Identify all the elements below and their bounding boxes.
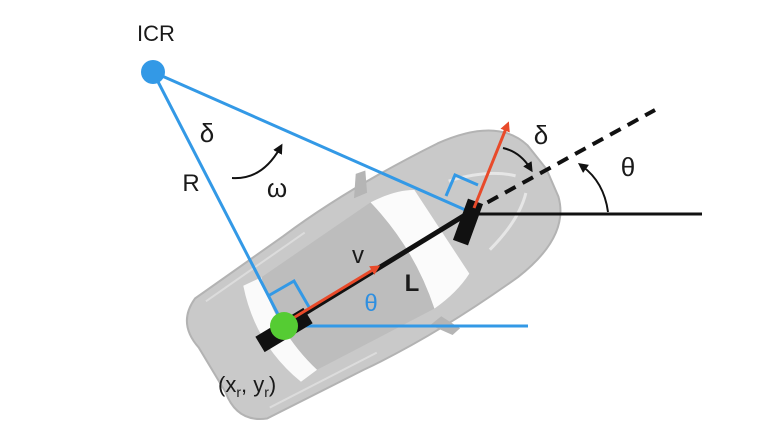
- rear-coordinate-label: (xr, yr): [218, 372, 276, 400]
- radius-label: R: [182, 170, 199, 197]
- construction-lines: [151, 70, 528, 328]
- theta-body-label: θ: [364, 290, 377, 317]
- rear-axle-point: [270, 312, 298, 340]
- front-right-angle-marker: [444, 173, 479, 197]
- delta-icr-label: δ: [200, 118, 214, 148]
- omega-arc: [231, 143, 283, 180]
- rear-right-angle-marker: [267, 278, 311, 308]
- velocity-arrow: [289, 265, 381, 322]
- icr-to-front-line: [152, 70, 471, 214]
- icr-label: ICR: [137, 21, 175, 46]
- delta-front-label: δ: [534, 120, 548, 150]
- wheelbase-label: L: [405, 270, 420, 297]
- theta-heading-label: θ: [621, 152, 635, 182]
- theta-heading-arc: [577, 163, 609, 213]
- velocity-label: v: [352, 242, 364, 269]
- front-wheel: [452, 198, 484, 246]
- icr-point: [141, 60, 165, 84]
- radius-line: [151, 71, 286, 327]
- front-wheel-direction-arrow: [472, 121, 510, 209]
- delta-front-arc: [502, 147, 533, 173]
- omega-label: ω: [267, 173, 287, 203]
- heading-dashed-extension: [469, 108, 656, 214]
